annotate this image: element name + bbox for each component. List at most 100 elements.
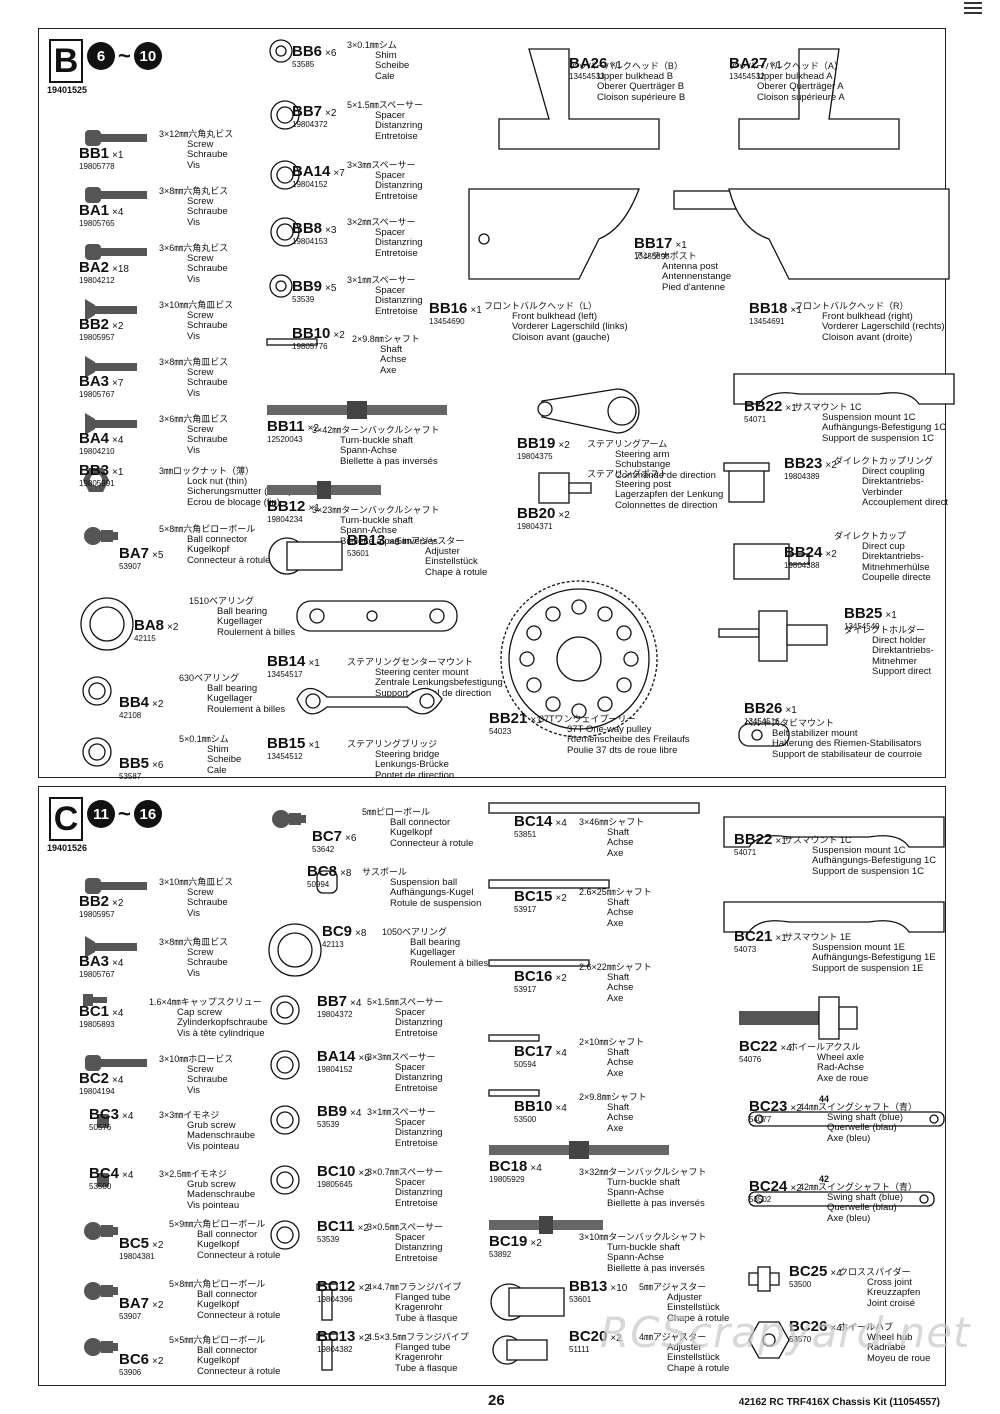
part-qty: ×2 bbox=[558, 510, 570, 521]
part-number: 53907 bbox=[119, 1311, 142, 1321]
part-illustration bbox=[270, 1050, 300, 1080]
part-illustration bbox=[85, 936, 137, 958]
desc-japanese: 3×0.1㎜シム bbox=[347, 40, 397, 50]
desc-line: Pontet de direction bbox=[375, 769, 455, 781]
part-qty: ×2 bbox=[555, 973, 567, 984]
part-illustration bbox=[488, 1089, 540, 1097]
watermark: RCScrapyard.net bbox=[600, 1308, 971, 1357]
part-illustration bbox=[270, 995, 300, 1025]
desc-line: Distanzring bbox=[375, 237, 423, 248]
part-qty: ×2 bbox=[307, 423, 319, 434]
part-code: BA3 bbox=[79, 953, 110, 970]
part-illustration bbox=[80, 597, 134, 651]
desc-line: Shaft bbox=[607, 896, 630, 908]
part-illustration bbox=[488, 879, 610, 889]
part-number: 42113 bbox=[322, 939, 344, 949]
part-qty: ×2 bbox=[558, 440, 570, 451]
part-qty: ×2 bbox=[152, 699, 164, 710]
part-number: 54071 bbox=[744, 414, 767, 424]
desc-line: Flanged tube bbox=[395, 1341, 451, 1353]
desc-line: Vis bbox=[187, 387, 201, 399]
part-code: BB7 bbox=[292, 103, 323, 120]
desc-line: Front bulkhead (left) bbox=[512, 310, 598, 322]
desc-line: Upper bulkhead B bbox=[597, 70, 674, 82]
part-number: 50594 bbox=[514, 1059, 537, 1069]
part-code: BB22 bbox=[744, 398, 783, 415]
desc-line: Schraube bbox=[187, 957, 228, 968]
part-qty: ×1 bbox=[770, 60, 782, 71]
part-illustration bbox=[84, 527, 118, 545]
part-code: BB4 bbox=[119, 694, 150, 711]
part-code: BA7 bbox=[119, 545, 150, 562]
desc-line: Vis bbox=[187, 967, 201, 979]
step-from: 11 bbox=[87, 800, 115, 828]
part-number: 13454549 bbox=[844, 621, 880, 631]
desc-japanese: 1050ベアリング bbox=[382, 927, 448, 937]
desc-line: Commande de direction bbox=[615, 469, 716, 481]
bag-code: 19401525 bbox=[47, 85, 88, 95]
desc-japanese: 5×1.5㎜スペーサー bbox=[347, 100, 423, 110]
part-number: 19804234 bbox=[267, 514, 303, 524]
part-code: BB1 bbox=[79, 145, 110, 162]
desc-line: Zentrale Lenkungsbefestigung bbox=[375, 677, 503, 688]
desc-line: Front bulkhead (right) bbox=[822, 310, 913, 322]
desc-line: Roulement à billes bbox=[410, 957, 489, 969]
part-qty: ×2 bbox=[790, 1183, 802, 1194]
desc-line: Distanzring bbox=[395, 1017, 443, 1028]
part-number: 12520043 bbox=[267, 434, 303, 444]
desc-line: Joint croisé bbox=[867, 1297, 916, 1309]
desc-japanese: 42㎜スイングシャフト（青） bbox=[799, 1182, 918, 1192]
desc-line: Scheibe bbox=[375, 60, 410, 71]
desc-line: Connecteur à rotule bbox=[197, 1249, 281, 1261]
desc-japanese: サスマウント 1E bbox=[784, 932, 852, 942]
part-code: BC20 bbox=[569, 1328, 608, 1345]
desc-line: Cloison supérieure A bbox=[757, 91, 845, 103]
part-number: 53601 bbox=[569, 1294, 592, 1304]
desc-japanese: 3×10㎜ターンバックルシャフト bbox=[579, 1232, 707, 1242]
desc-line: Kugelkopf bbox=[197, 1299, 240, 1310]
part-qty: ×1 bbox=[775, 933, 787, 944]
desc-line: Vis bbox=[187, 273, 201, 285]
desc-line: Kugelkopf bbox=[197, 1355, 240, 1366]
part-number: 19805765 bbox=[79, 218, 115, 228]
desc-japanese: 630ベアリング bbox=[179, 673, 240, 683]
desc-line: 37T One-way pulley bbox=[567, 723, 652, 735]
part-qty: ×8 bbox=[340, 868, 352, 879]
desc-line: Colonnettes de direction bbox=[615, 499, 718, 511]
desc-line: Upper bulkhead A bbox=[757, 70, 833, 82]
desc-line: Vis pointeau bbox=[187, 1199, 240, 1211]
desc-line: Screw bbox=[187, 423, 214, 435]
desc-line: Screw bbox=[187, 309, 214, 321]
desc-line: Riemenscheibe des Freilaufs bbox=[567, 734, 690, 745]
desc-line: Vis bbox=[187, 1084, 201, 1096]
desc-line: Distanzring bbox=[395, 1072, 443, 1083]
desc-line: Grub screw bbox=[187, 1178, 236, 1190]
desc-line: Tube à flasque bbox=[395, 1362, 458, 1374]
desc-line: Axe bbox=[607, 1067, 624, 1079]
desc-line: Cross joint bbox=[867, 1276, 912, 1288]
part-qty: ×1 bbox=[790, 305, 802, 316]
desc-line: Distanzring bbox=[395, 1127, 443, 1138]
desc-japanese: 4㎜アジャスター bbox=[639, 1332, 707, 1342]
desc-line: Ball connector bbox=[197, 1344, 258, 1356]
desc-line: Connecteur à rotule bbox=[187, 554, 271, 566]
part-qty: ×1 bbox=[112, 150, 124, 161]
part-code: BC10 bbox=[317, 1163, 356, 1180]
desc-japanese: ステアリングアーム bbox=[587, 439, 668, 449]
